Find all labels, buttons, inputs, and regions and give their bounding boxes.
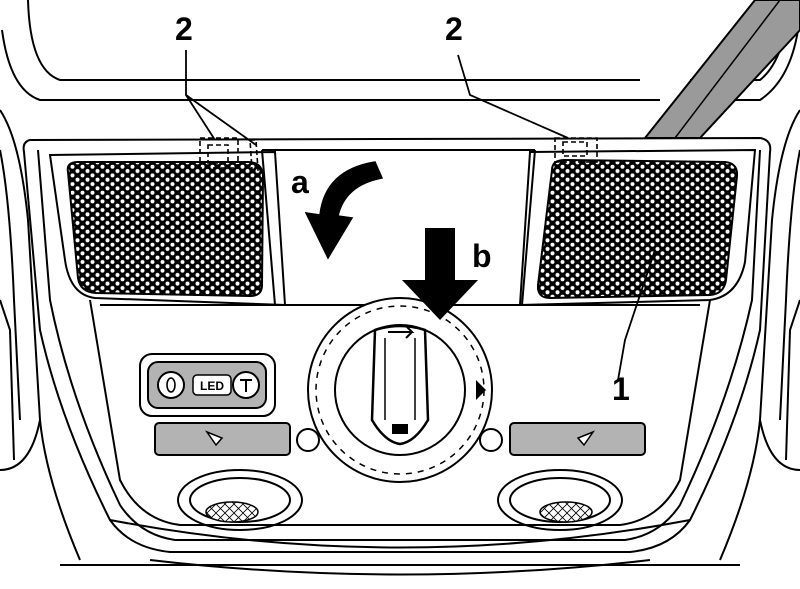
- left-lower-grille: [177, 469, 303, 531]
- switch-button-left: [157, 371, 185, 399]
- console-housing: [22, 136, 772, 576]
- knob-grip: [370, 324, 430, 446]
- knob-pointer: [392, 424, 408, 434]
- step-label-b: b: [472, 238, 492, 274]
- left-indicator: [296, 428, 320, 452]
- flat-pry-tool-icon: [642, 0, 800, 139]
- right-reading-switch: [479, 422, 646, 456]
- sunroof-icon: [388, 325, 415, 339]
- right-lens-grille: [536, 158, 739, 300]
- callout-label-2-right: 2: [445, 11, 463, 47]
- leader-lines: [185, 50, 656, 381]
- reading-light-icon: [204, 430, 224, 447]
- right-indicator: [479, 428, 503, 452]
- right-lower-grille: [497, 469, 623, 531]
- step-label-a: a: [291, 164, 309, 200]
- down-arrow-icon: [402, 228, 478, 320]
- switch-button-center: [192, 374, 232, 396]
- left-lens-grille: [66, 161, 265, 298]
- switch-center-text: LED: [200, 379, 224, 393]
- rotary-knob: [307, 297, 493, 483]
- light-icon: [240, 379, 252, 392]
- clip-left: [199, 137, 259, 171]
- open-marker-icon: [476, 380, 486, 400]
- roof-liner: [0, 0, 800, 561]
- bulb-icon: [166, 377, 176, 393]
- clip-right: [554, 137, 598, 163]
- left-lamp-frame: [48, 150, 287, 307]
- left-reading-switch: [154, 422, 320, 456]
- callout-label-1: 1: [612, 371, 630, 407]
- callout-label-2-left: 2: [175, 11, 193, 47]
- reading-light-icon: [576, 430, 596, 447]
- curved-arrow-icon: [304, 161, 384, 260]
- center-cover-panel: [261, 149, 536, 306]
- switch-buttons: LED: [157, 371, 260, 399]
- right-lamp-frame: [518, 148, 757, 307]
